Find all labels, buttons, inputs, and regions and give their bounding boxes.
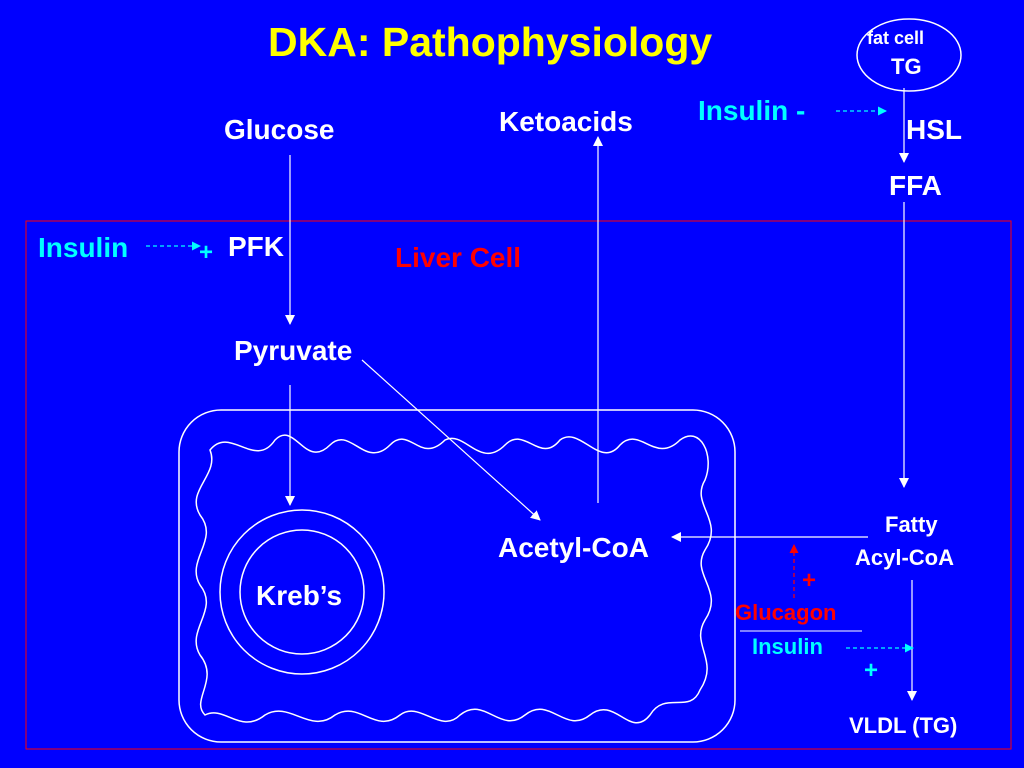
ffa-label: FFA <box>889 170 942 201</box>
liver-cell-label: Liver Cell <box>395 242 522 273</box>
fat-cell-ellipse <box>856 18 962 92</box>
glucose-label: Glucose <box>224 114 335 145</box>
pyruvate-to-acetyl-coa-arrow <box>361 359 541 521</box>
insulin-inhibits-hsl-label: Insulin - <box>698 95 806 126</box>
mitochondrion-outer <box>178 409 736 743</box>
vldl-plus-sign: + <box>864 657 879 684</box>
pfk-label: PFK <box>228 231 284 262</box>
insulin-vldl-label: Insulin <box>752 634 823 659</box>
liver-cell-border <box>25 220 1012 750</box>
fatty-label: Fatty <box>885 512 938 537</box>
pfk-plus-sign: + <box>199 239 214 266</box>
krebs-label: Kreb’s <box>256 580 343 611</box>
hsl-label: HSL <box>906 114 962 145</box>
glucagon-plus-sign: + <box>802 567 817 594</box>
glucagon-label: Glucagon <box>735 600 837 625</box>
mitochondrion-inner-membrane <box>195 434 712 724</box>
krebs-outer-circle <box>219 509 385 675</box>
ketoacids-label: Ketoacids <box>499 106 633 137</box>
pyruvate-label: Pyruvate <box>234 335 353 366</box>
page-title: DKA: Pathophysiology <box>268 19 713 65</box>
insulin-pfk-label: Insulin <box>38 232 129 263</box>
fat-cell-label: fat cell <box>867 28 925 48</box>
acyl-coa-label: Acyl-CoA <box>855 545 955 570</box>
fat-cell-tg-label: TG <box>891 54 922 79</box>
krebs-inner-circle <box>239 529 365 655</box>
vldl-label: VLDL (TG) <box>849 713 958 738</box>
acetyl-coa-label: Acetyl-CoA <box>498 532 649 563</box>
